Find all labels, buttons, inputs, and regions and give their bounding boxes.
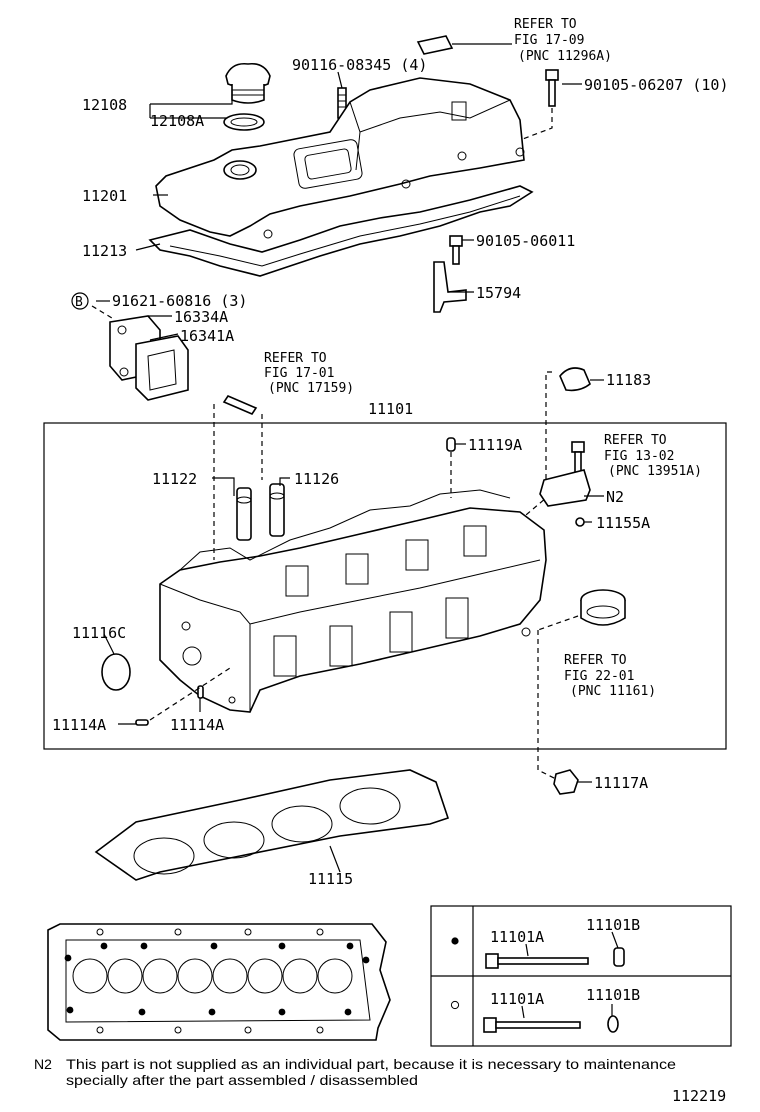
gasket-16341A-drawing xyxy=(135,335,189,401)
table-label-11101B-row2: 11101B xyxy=(586,986,640,1004)
label-11114A-right: 11114A xyxy=(170,716,224,734)
label-15794: 15794 xyxy=(476,284,521,302)
label-90105-06207: 90105-06207 (10) xyxy=(584,76,729,94)
table-label-11101A-row1: 11101A xyxy=(490,928,544,946)
solid-dot-marker xyxy=(451,937,459,945)
refer-17-01-line1: REFER TO xyxy=(264,351,327,366)
pin-11119A-drawing xyxy=(446,437,456,452)
oil-filler-cap-drawing xyxy=(223,62,271,131)
label-16334A: 16334A xyxy=(174,308,228,326)
valve-guide-11126-drawing xyxy=(269,483,285,537)
label-11119A: 11119A xyxy=(468,436,522,454)
cylinder-head-body-drawing xyxy=(159,489,547,713)
label-11126: 11126 xyxy=(294,470,339,488)
label-11101: 11101 xyxy=(368,400,413,418)
refer-22-01-line2: FIG 22-01 xyxy=(564,669,634,684)
refer-13-02-line1: REFER TO xyxy=(604,433,667,448)
plug-11116C-drawing xyxy=(101,653,131,691)
refer-17-01-line2: FIG 17-01 xyxy=(264,366,334,381)
label-90116-08345: 90116-08345 (4) xyxy=(292,56,427,74)
footnote-marker: N2 xyxy=(34,1056,52,1072)
oil-filler-plug-drawing xyxy=(580,589,626,626)
cylinder-head-subassembly-frame xyxy=(43,422,727,750)
refer-17-09-line2: FIG 17-09 xyxy=(514,33,584,48)
label-12108A: 12108A xyxy=(150,112,204,130)
head-bolt-2-drawing xyxy=(483,1017,581,1033)
dowel-pin-drawing xyxy=(222,395,258,415)
pin-11155A-drawing xyxy=(575,517,585,527)
head-bolt-1-drawing xyxy=(485,953,589,969)
bolt-pattern-plan-view xyxy=(47,923,391,1041)
label-91621-60816: 91621-60816 (3) xyxy=(112,292,247,310)
figure-number: 112219 xyxy=(672,1087,726,1105)
label-16341A: 16341A xyxy=(180,327,234,345)
cylinder-head-cover-drawing xyxy=(155,77,525,239)
label-11155A: 11155A xyxy=(596,514,650,532)
table-label-11101A-row2: 11101A xyxy=(490,990,544,1008)
label-11115: 11115 xyxy=(308,870,353,888)
label-11122: 11122 xyxy=(152,470,197,488)
label-11116C: 11116C xyxy=(72,624,126,642)
footnote-line1: This part is not supplied as an individu… xyxy=(66,1056,676,1072)
washer-1-drawing xyxy=(613,947,625,967)
cover-bolt-drawing xyxy=(545,69,559,107)
cover-gasket-drawing xyxy=(148,185,534,277)
label-11114A-left: 11114A xyxy=(52,716,106,734)
hollow-dot-marker xyxy=(450,1000,460,1010)
cam-cap-11183-drawing xyxy=(559,367,591,392)
table-label-11101B-row1: 11101B xyxy=(586,916,640,934)
label-N2: N2 xyxy=(606,488,624,506)
cover-plate-drawing xyxy=(416,35,454,55)
head-gasket-drawing xyxy=(94,769,450,881)
refer-17-09-line1: REFER TO xyxy=(514,17,577,32)
label-12108: 12108 xyxy=(82,96,127,114)
label-11201: 11201 xyxy=(82,187,127,205)
sensor-bolt-drawing xyxy=(449,235,463,265)
bearing-cap-N2-drawing xyxy=(539,469,591,507)
head-bolt-table xyxy=(430,905,732,1047)
footnote-line2: specially after the part assembled / dis… xyxy=(66,1072,418,1088)
label-11183: 11183 xyxy=(606,371,651,389)
valve-guide-11122-drawing xyxy=(236,487,252,541)
pin-11114A-left-drawing xyxy=(135,719,149,726)
refer-22-01-line3: (PNC 11161) xyxy=(570,684,656,699)
washer-2-drawing xyxy=(607,1015,619,1033)
refer-22-01-line1: REFER TO xyxy=(564,653,627,668)
refer-17-01-line3: (PNC 17159) xyxy=(268,381,354,396)
label-11213: 11213 xyxy=(82,242,127,260)
refer-17-09-line3: (PNC 11296A) xyxy=(518,49,612,64)
b-marker-circle xyxy=(71,292,89,310)
refer-13-02-line3: (PNC 13951A) xyxy=(608,464,702,479)
refer-13-02-line2: FIG 13-02 xyxy=(604,449,674,464)
b-marker-letter: B xyxy=(75,295,83,310)
camshaft-sensor-drawing xyxy=(433,261,467,313)
plug-11117A-drawing xyxy=(553,769,579,795)
label-11117A: 11117A xyxy=(594,774,648,792)
label-90105-06011: 90105-06011 xyxy=(476,232,575,250)
